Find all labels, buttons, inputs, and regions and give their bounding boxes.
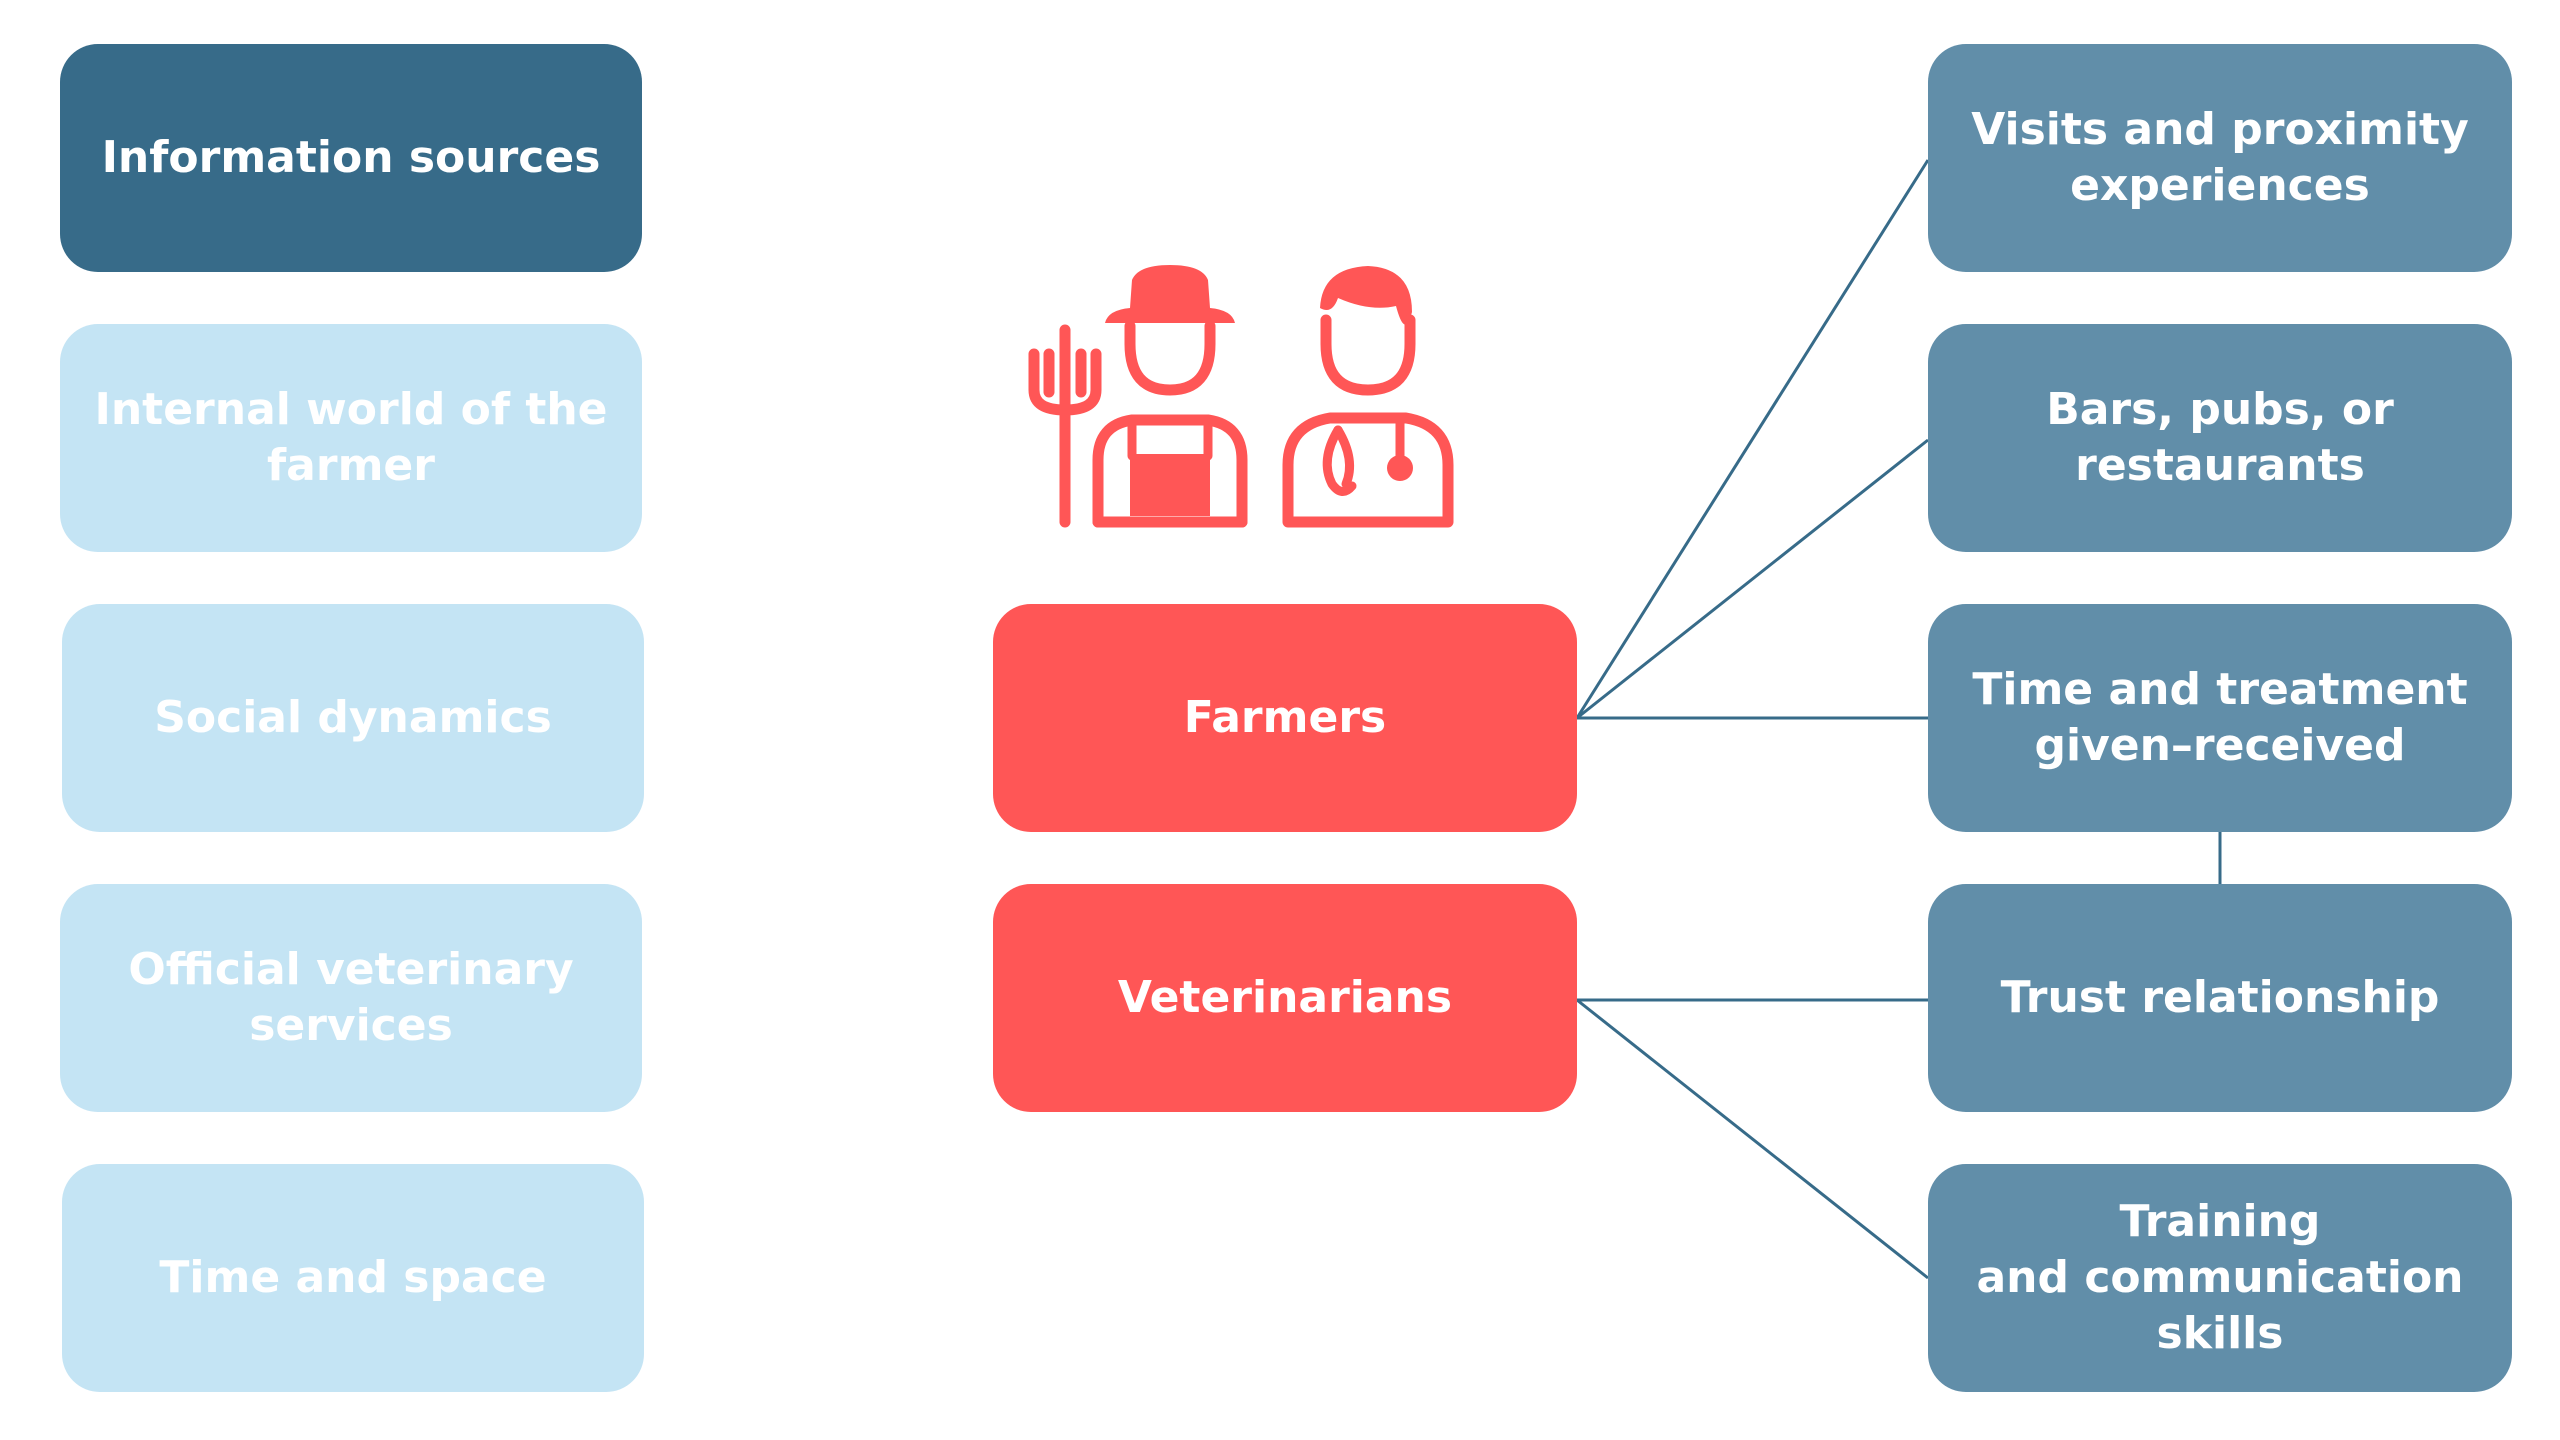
- connector-vets-training: [1576, 998, 1929, 1280]
- right-item-training-communication: Training and communication skills: [1928, 1164, 2512, 1392]
- left-item-time-and-space: Time and space: [62, 1164, 644, 1392]
- left-item-social-dynamics: Social dynamics: [62, 604, 644, 832]
- information-sources-header: Information sources: [60, 44, 642, 272]
- connector-farmers-bars: [1576, 438, 1929, 720]
- veterinarian-icon: [1282, 266, 1454, 528]
- farmer-and-veterinarian-icon: [1020, 260, 1520, 544]
- farmer-icon: [1092, 265, 1248, 528]
- veterinarians-node: Veterinarians: [993, 884, 1577, 1112]
- left-item-internal-world: Internal world of the farmer: [60, 324, 642, 552]
- right-item-trust-relationship: Trust relationship: [1928, 884, 2512, 1112]
- farmers-node: Farmers: [993, 604, 1577, 832]
- right-item-time-treatment: Time and treatment given–received: [1928, 604, 2512, 832]
- pitchfork-icon: [1028, 324, 1102, 528]
- right-item-bars-pubs: Bars, pubs, or restaurants: [1928, 324, 2512, 552]
- left-item-official-veterinary-services: Official veterinary services: [60, 884, 642, 1112]
- connector-farmers-visits: [1575, 159, 1930, 719]
- right-item-visits-proximity: Visits and proximity experiences: [1928, 44, 2512, 272]
